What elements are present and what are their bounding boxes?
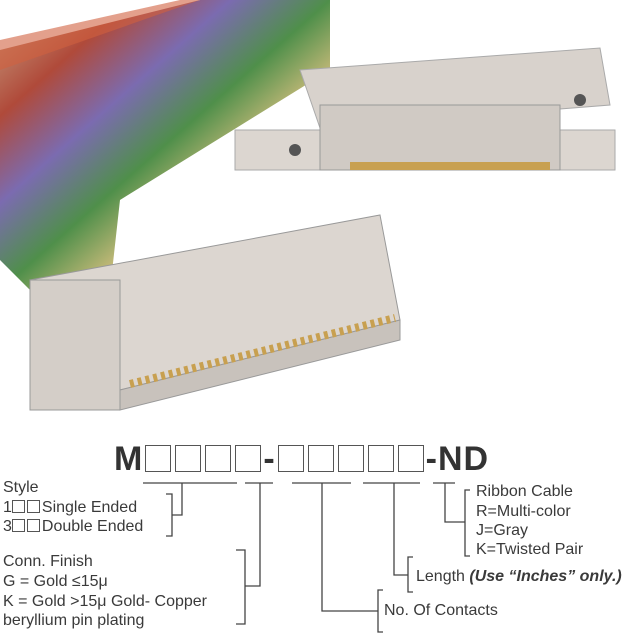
finish-k: K = Gold >15μ Gold- Copper xyxy=(3,593,207,610)
cable-assembly-image xyxy=(0,0,616,411)
idc-connector-front xyxy=(29,214,401,411)
cable-title: Ribbon Cable xyxy=(476,483,573,500)
finish-k-note: beryllium pin plating xyxy=(3,612,145,629)
part-dash: - xyxy=(263,440,276,478)
contacts-label: No. Of Contacts xyxy=(384,602,498,619)
finish-g: G = Gold ≤15μ xyxy=(3,573,108,590)
ribbon-cable xyxy=(0,0,330,290)
finish-title: Conn. Finish xyxy=(3,553,93,570)
style-title: Style xyxy=(3,479,39,496)
single-connector-top xyxy=(234,47,616,171)
cable-r: R=Multi-color xyxy=(476,503,571,520)
part-number-template: M - -ND xyxy=(114,440,489,479)
cable-k: K=Twisted Pair xyxy=(476,541,584,558)
cable-j: J=Gray xyxy=(476,522,529,539)
part-prefix: M xyxy=(114,440,144,478)
part-suffix: -ND xyxy=(425,440,490,478)
length-label: Length (Use “Inches” only.) xyxy=(416,568,622,585)
